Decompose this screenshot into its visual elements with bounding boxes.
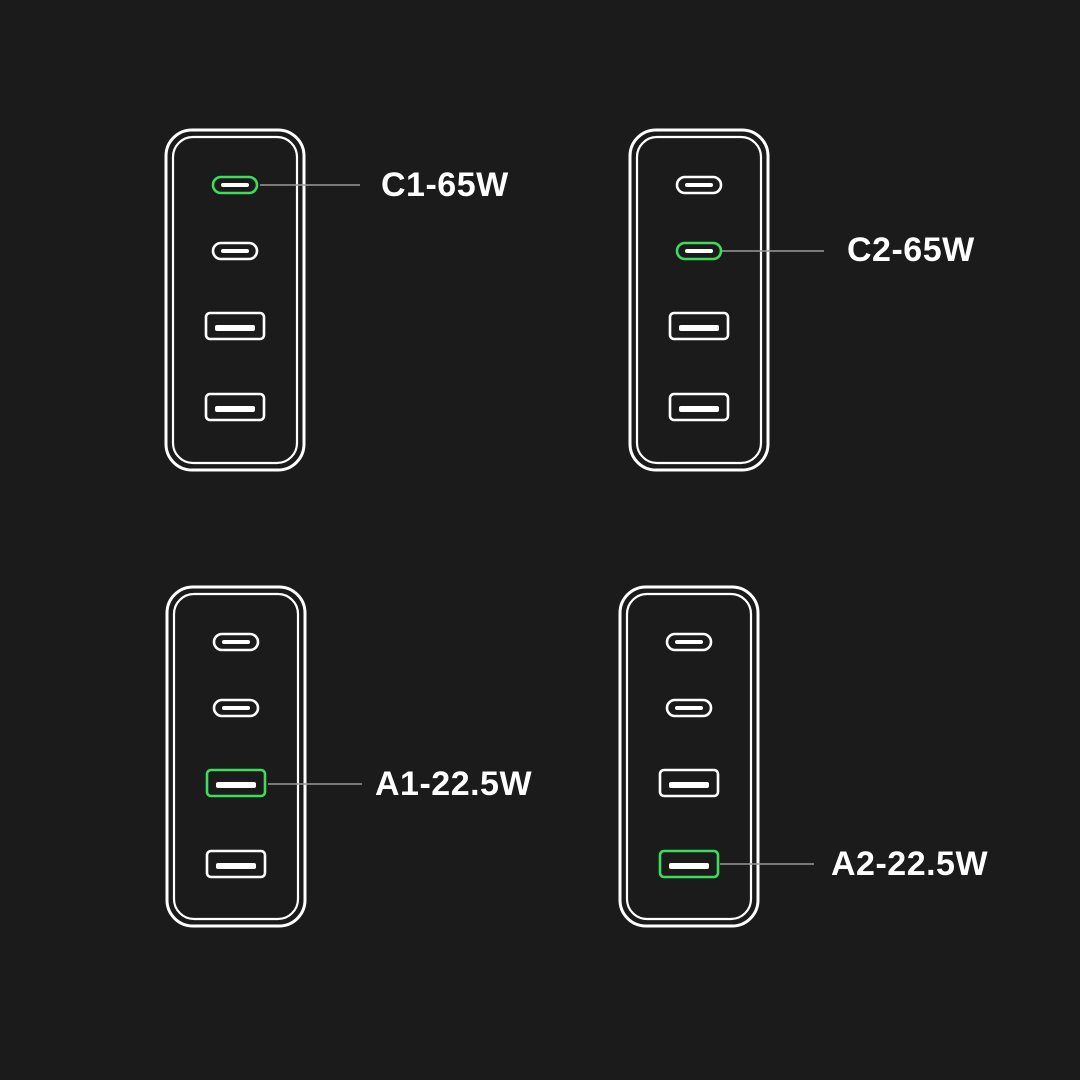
charger-outer-shell [618, 585, 760, 928]
usb-c-port-icon [675, 175, 723, 195]
usb-a-port-icon [204, 311, 266, 341]
usb-c-port-icon [675, 241, 723, 261]
usb-a-port-icon [668, 311, 730, 341]
charger-inner-shell [625, 592, 753, 921]
usb-a-port-tongue [669, 863, 709, 869]
usb-c-port-tongue [221, 249, 249, 253]
usb-c-port-icon [212, 632, 260, 652]
usb-c-port-icon [212, 698, 260, 718]
charger-outer-shell [164, 128, 306, 472]
charger-inner-shell [635, 135, 763, 465]
usb-a-port-tongue [215, 406, 255, 412]
charger-outer-shell [628, 128, 770, 472]
charger-inner-shell [171, 135, 299, 465]
label-c1: C1-65W [381, 166, 509, 204]
usb-c-port-icon [211, 241, 259, 261]
label-a2: A2-22.5W [831, 845, 989, 883]
usb-a-port-icon [668, 392, 730, 422]
usb-c-port-tongue [685, 249, 713, 253]
label-a1: A1-22.5W [375, 765, 533, 803]
usb-a-port-tongue [216, 782, 256, 788]
charger-inner-shell [172, 592, 300, 921]
usb-a-port-icon [658, 849, 720, 879]
usb-c-port-tongue [222, 706, 250, 710]
label-c2: C2-65W [847, 231, 975, 269]
usb-a-port-icon [658, 768, 720, 798]
usb-a-port-tongue [215, 325, 255, 331]
charger-c1 [164, 128, 360, 472]
usb-c-port-tongue [685, 183, 713, 187]
usb-c-port-tongue [222, 640, 250, 644]
usb-c-port-icon [665, 632, 713, 652]
usb-a-port-tongue [216, 863, 256, 869]
usb-c-port-tongue [221, 183, 249, 187]
charger-a1 [165, 585, 362, 928]
usb-c-port-tongue [675, 640, 703, 644]
charger-a2 [618, 585, 814, 928]
usb-c-port-icon [211, 175, 259, 195]
usb-a-port-icon [205, 768, 267, 798]
usb-a-port-tongue [679, 406, 719, 412]
charger-c2 [628, 128, 824, 472]
usb-a-port-tongue [679, 325, 719, 331]
usb-a-port-tongue [669, 782, 709, 788]
usb-a-port-icon [204, 392, 266, 422]
usb-a-port-icon [205, 849, 267, 879]
usb-c-port-icon [665, 698, 713, 718]
usb-c-port-tongue [675, 706, 703, 710]
charger-outer-shell [165, 585, 307, 928]
